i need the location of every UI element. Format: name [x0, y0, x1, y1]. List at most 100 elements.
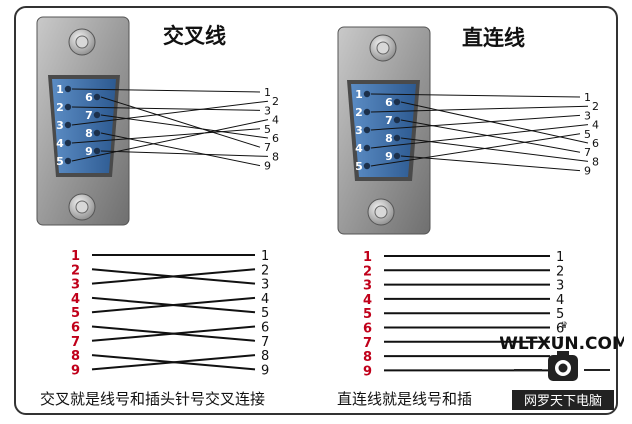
left-connector-wire — [100, 150, 269, 157]
left-fan-number: 5 — [264, 123, 271, 136]
left-pin-label: 3 — [56, 119, 64, 132]
right-fan-number: 4 — [592, 119, 599, 132]
left-pin-label: 5 — [56, 155, 64, 168]
right-connector-wire — [400, 155, 581, 172]
left-fan-number: 6 — [272, 132, 279, 145]
left-connector-insert — [52, 79, 116, 173]
right-table-left-label: 7 — [363, 336, 372, 351]
right-connector-wire — [370, 124, 589, 149]
right-db9-connector — [337, 26, 431, 235]
left-pin-label: 1 — [56, 83, 64, 96]
left-fan-number: 8 — [272, 150, 279, 163]
left-pin-label: 7 — [85, 109, 93, 122]
right-table-right-label: 1 — [556, 250, 564, 265]
right-table-left-label: 4 — [363, 293, 372, 308]
left-table-left-label: 1 — [71, 249, 80, 264]
right-pin-label: 2 — [355, 106, 363, 119]
left-fan-number: 4 — [272, 114, 279, 127]
right-table-left-label: 2 — [363, 264, 372, 279]
right-connector-wire — [370, 105, 589, 113]
left-table-left-label: 4 — [71, 292, 80, 307]
left-fan-number: 9 — [264, 160, 271, 173]
left-fan-number: 2 — [272, 95, 279, 108]
right-pin-dot — [393, 116, 401, 124]
right-pin-label: 3 — [355, 124, 363, 137]
left-pin-label: 2 — [56, 101, 64, 114]
right-table-right-label: 2 — [556, 264, 564, 279]
left-pin-label: 4 — [56, 137, 64, 150]
crown-icon: ♛ — [560, 321, 568, 331]
right-table-right-label: 4 — [556, 293, 564, 308]
left-table-left-label: 9 — [71, 363, 80, 378]
right-pin-label: 4 — [355, 142, 363, 155]
left-pin-dot — [64, 85, 72, 93]
left-fan-number: 7 — [264, 141, 271, 154]
right-pin-dot — [393, 98, 401, 106]
left-table-left-label: 3 — [71, 278, 80, 293]
left-table-right-label: 1 — [261, 249, 269, 264]
left-pin-dot — [64, 121, 72, 129]
left-table-right-label: 4 — [261, 292, 269, 307]
straight-title: 直连线 — [462, 26, 525, 50]
left-table-wire — [91, 325, 256, 342]
left-pin-dot — [64, 103, 72, 111]
left-connector-wire — [71, 106, 261, 111]
crossover-caption: 交叉就是线号和插头针号交叉连接 — [40, 390, 266, 408]
right-table-right-label: 7 — [556, 336, 564, 351]
left-table-right-label: 9 — [261, 363, 269, 378]
left-top-screw-hole — [75, 35, 89, 49]
left-pin-label: 9 — [85, 145, 93, 158]
right-table-left-label: 8 — [363, 350, 372, 365]
left-table-right-label: 5 — [261, 306, 269, 321]
left-db9-connector — [36, 16, 130, 226]
left-table-right-label: 6 — [261, 321, 269, 336]
left-table-wire — [91, 268, 256, 285]
right-connector-wire — [370, 133, 581, 167]
left-pin-dot — [64, 139, 72, 147]
left-connector-wire — [71, 100, 269, 126]
right-pin-dot — [363, 144, 371, 152]
left-connector-wire — [100, 114, 269, 139]
right-top-screw-hole — [376, 41, 390, 55]
right-table-left-label: 6 — [363, 322, 372, 337]
left-pin-dot — [93, 147, 101, 155]
watermark: ♛ WLTXUN.COM 网罗天下电脑 — [500, 321, 624, 410]
watermark-badge — [512, 390, 614, 410]
left-bottom-screw-hole — [75, 200, 89, 214]
left-fan-number: 3 — [264, 104, 271, 117]
watermark-site: WLTXUN.COM — [500, 334, 624, 354]
right-fan-number: 6 — [592, 137, 599, 150]
left-connector-wire — [71, 119, 269, 162]
left-table-wire — [91, 354, 256, 371]
right-connector-wire — [370, 93, 581, 98]
right-pin-dot — [363, 126, 371, 134]
left-connector-wire — [100, 132, 261, 167]
left-pin-dot — [93, 111, 101, 119]
right-pin-dot — [393, 134, 401, 142]
right-table-right-label: 5 — [556, 307, 564, 322]
right-connector-insert — [351, 84, 416, 177]
right-pin-label: 5 — [355, 160, 363, 173]
crossover-title: 交叉线 — [163, 24, 226, 48]
straight-caption: 直连线就是线号和插 — [337, 390, 473, 408]
right-pin-dot — [393, 152, 401, 160]
right-pin-label: 9 — [385, 150, 393, 163]
right-pin-dot — [363, 108, 371, 116]
right-pin-label: 1 — [355, 88, 363, 101]
right-connector-wire — [400, 137, 589, 162]
left-connector-wire — [71, 88, 261, 93]
left-table-right-label: 8 — [261, 349, 269, 364]
camera-icon — [548, 351, 578, 381]
left-pin-label: 8 — [85, 127, 93, 140]
left-table-left-label: 8 — [71, 349, 80, 364]
right-fan-number: 9 — [584, 165, 591, 178]
right-fan-number: 5 — [584, 128, 591, 141]
right-fan-number: 8 — [592, 155, 599, 168]
left-pin-dot — [93, 93, 101, 101]
right-pin-dot — [363, 90, 371, 98]
right-table-left-label: 9 — [363, 364, 372, 379]
right-connector-wire — [400, 119, 581, 153]
right-pin-label: 7 — [385, 114, 393, 127]
left-connector-wire — [71, 128, 261, 144]
